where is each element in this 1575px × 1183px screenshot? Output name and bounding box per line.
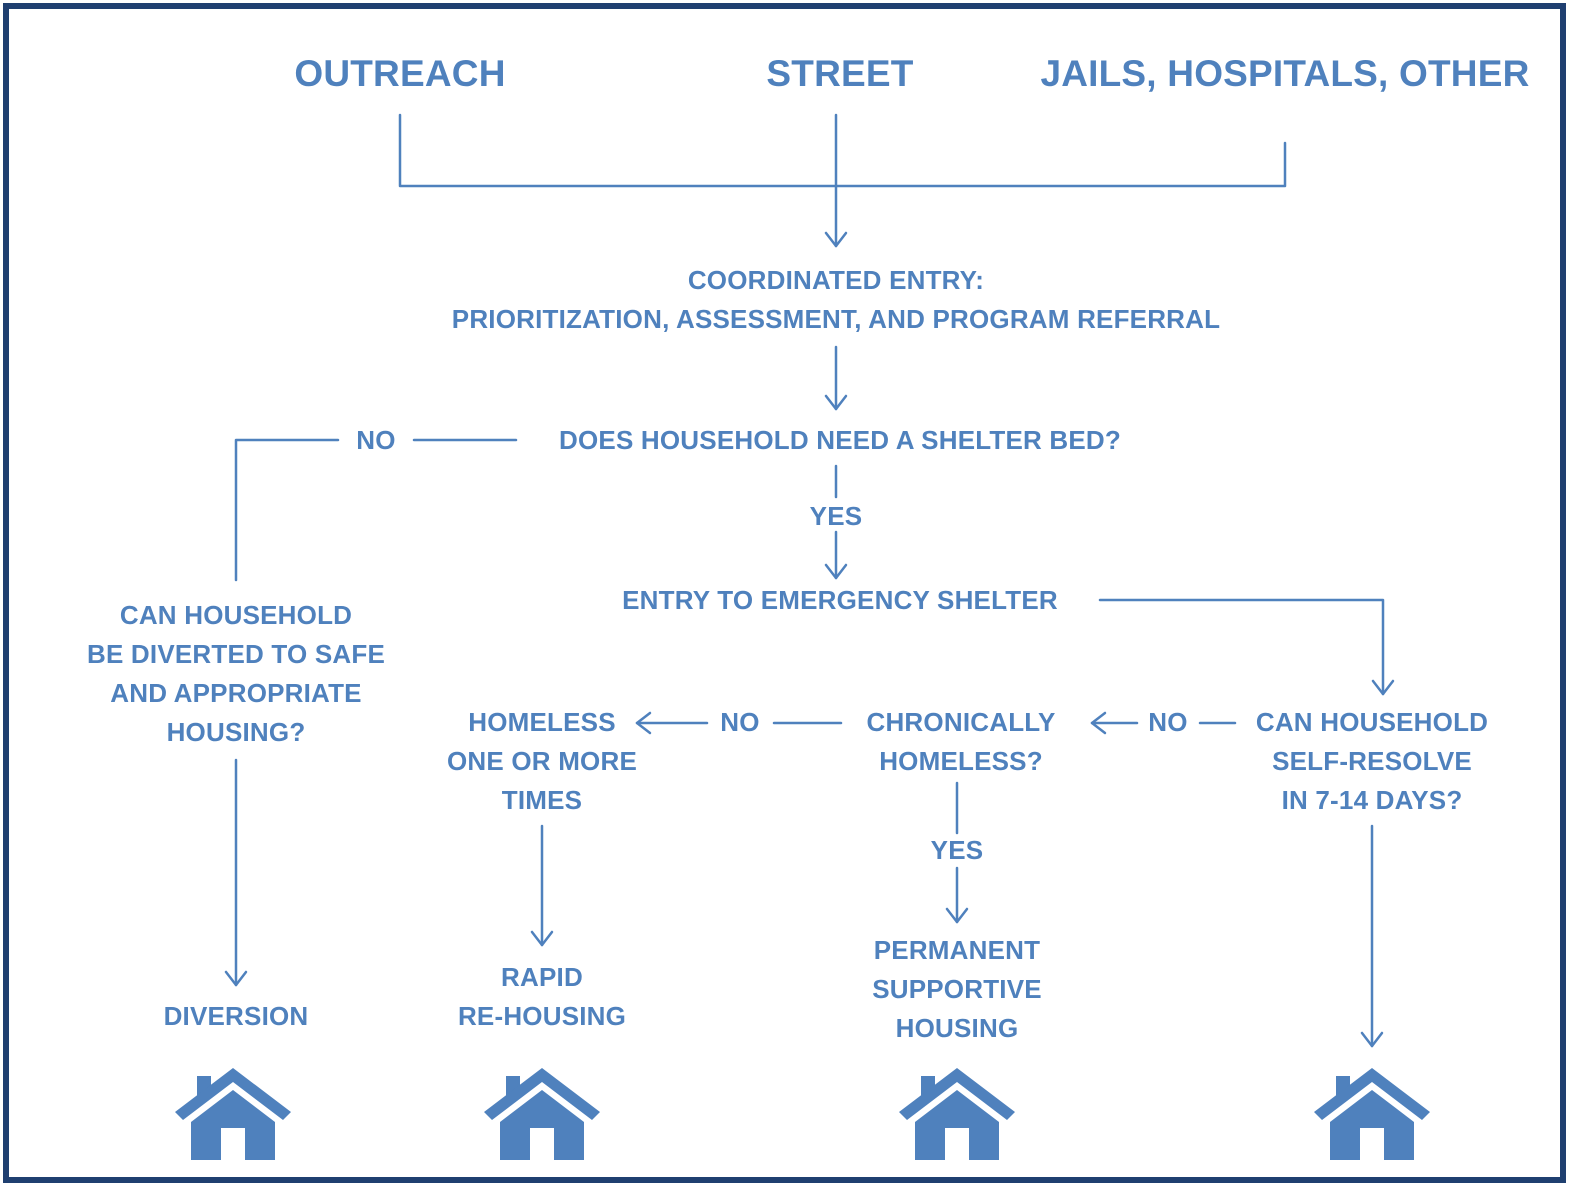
diversion-question-line1: CAN HOUSEHOLD — [119, 600, 353, 630]
chronic-yes-label: YES — [930, 835, 984, 865]
house-icon — [899, 1068, 1015, 1160]
source-outreach: OUTREACH — [294, 53, 506, 94]
outcome-psh-line1: PERMANENT — [873, 935, 1041, 965]
outcome-rapid-line2: RE-HOUSING — [457, 1001, 627, 1031]
self-resolve-line1: CAN HOUSEHOLD — [1255, 707, 1489, 737]
outcome-psh-line2: SUPPORTIVE — [872, 974, 1042, 1004]
self-resolve-no-label: NO — [1148, 707, 1188, 737]
shelter-yes-label: YES — [809, 501, 863, 531]
diversion-question-line3: AND APPROPRIATE — [110, 678, 362, 708]
arrowhead-psh — [945, 907, 969, 924]
outcome-rapid-line1: RAPID — [501, 962, 583, 992]
arrowhead-self-resolve-home — [1360, 1031, 1384, 1048]
house-icon — [484, 1068, 600, 1160]
house-icon — [175, 1068, 291, 1160]
coordinated-entry-title: COORDINATED ENTRY: — [687, 265, 985, 295]
arrowhead-coordinated-entry — [824, 231, 848, 248]
chronic-no-label: NO — [720, 707, 760, 737]
connector-no-left-b — [234, 438, 340, 582]
house-icon — [1314, 1068, 1430, 1160]
arrowhead-self-resolve — [1371, 679, 1395, 696]
emergency-shelter-entry: ENTRY TO EMERGENCY SHELTER — [622, 585, 1058, 615]
arrowhead-shelter-question — [824, 394, 848, 411]
source-institutions: JAILS, HOSPITALS, OTHER — [1040, 53, 1530, 94]
coordinated-entry-subtitle: PRIORITIZATION, ASSESSMENT, AND PROGRAM … — [451, 304, 1221, 334]
shelter-bed-question: DOES HOUSEHOLD NEED A SHELTER BED? — [559, 425, 1121, 455]
outcome-diversion: DIVERSION — [163, 1001, 309, 1031]
source-street: STREET — [766, 53, 914, 94]
homeless-times-line1: HOMELESS — [468, 707, 616, 737]
arrowhead-rapid — [530, 930, 554, 947]
chronic-question-line2: HOMELESS? — [879, 746, 1043, 776]
arrowhead-emergency-shelter — [824, 563, 848, 580]
shelter-no-label: NO — [356, 425, 396, 455]
chronic-question-line1: CHRONICALLY — [866, 707, 1056, 737]
diversion-question-line4: HOUSING? — [166, 717, 306, 747]
outcome-psh-line3: HOUSING — [895, 1013, 1019, 1043]
arrowhead-chronic — [1090, 711, 1107, 735]
arrowhead-diversion — [224, 970, 248, 987]
homeless-times-line3: TIMES — [501, 785, 583, 815]
self-resolve-line3: IN 7-14 DAYS? — [1281, 785, 1463, 815]
connector-outreach — [398, 113, 1287, 188]
diversion-question-line2: BE DIVERTED TO SAFE — [86, 639, 386, 669]
connector-shelter-to-self-resolve — [1098, 598, 1385, 696]
self-resolve-line2: SELF-RESOLVE — [1272, 746, 1472, 776]
homeless-times-line2: ONE OR MORE — [447, 746, 637, 776]
arrowhead-homeless-times — [635, 711, 652, 735]
